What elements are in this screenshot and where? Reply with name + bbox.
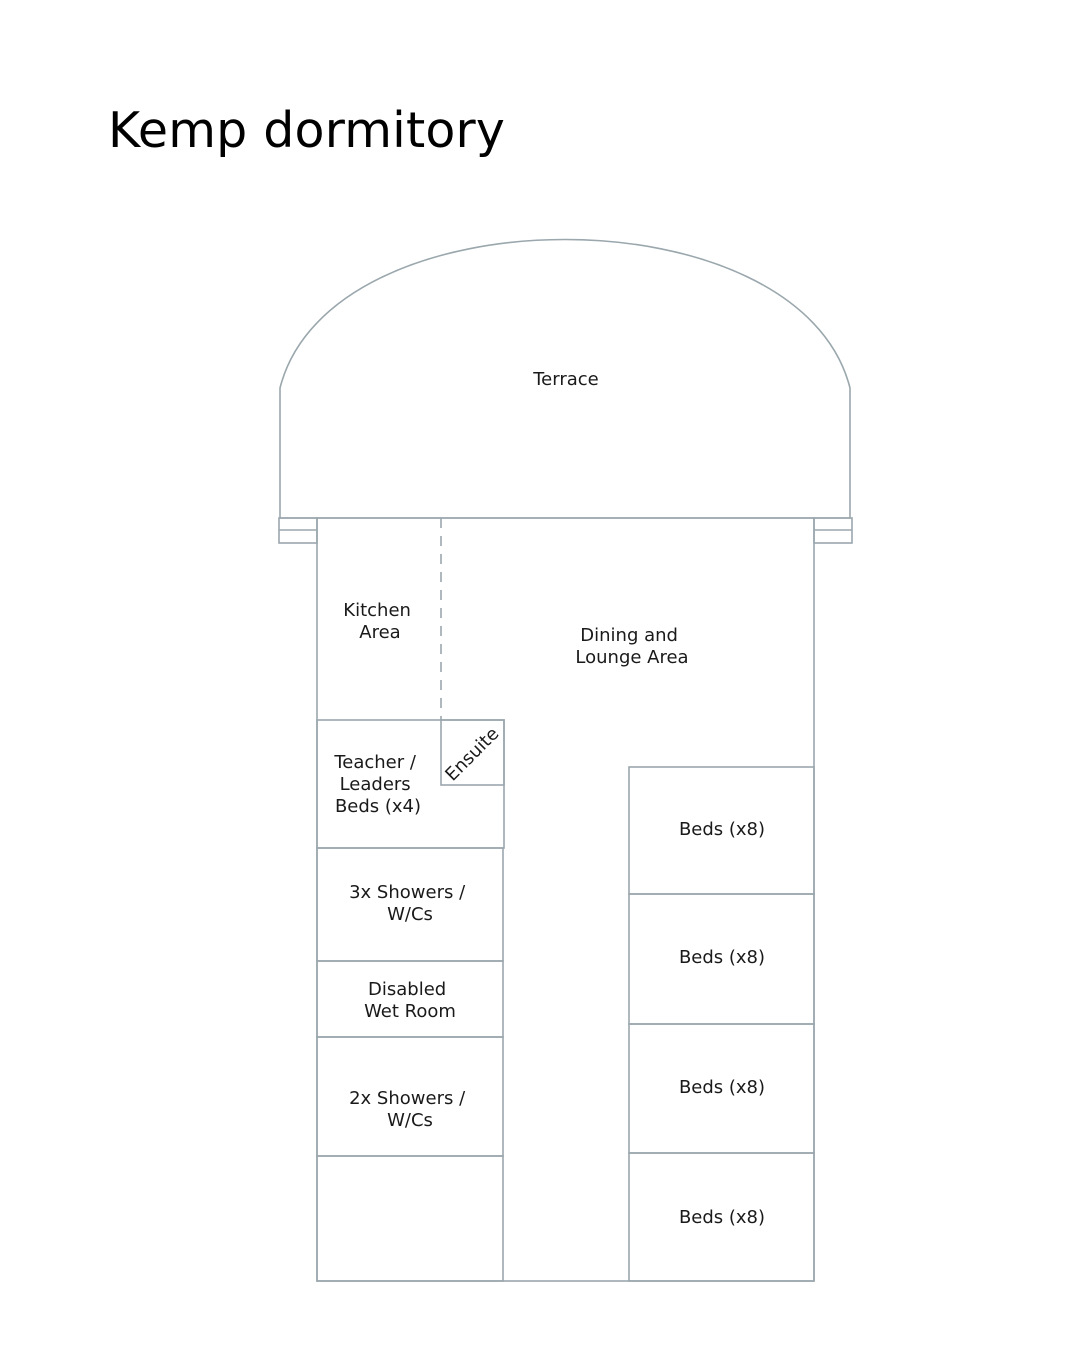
ensuite-label: Ensuite	[441, 723, 503, 785]
beds-label-3: Beds (x8)	[679, 1077, 765, 1098]
beds-label-4: Beds (x8)	[679, 1207, 765, 1228]
beds-label-1: Beds (x8)	[679, 819, 765, 840]
terrace-outline	[279, 238, 851, 519]
showers-2-label: 2x Showers / W/Cs	[349, 1088, 471, 1131]
kitchen-label: Kitchen Area	[343, 600, 416, 643]
showers-3-label: 3x Showers / W/Cs	[349, 882, 471, 925]
beds-label-2: Beds (x8)	[679, 947, 765, 968]
store-room	[316, 1155, 504, 1282]
page-title: Kemp dormitory	[108, 102, 506, 159]
disabled-label: Disabled Wet Room	[364, 979, 456, 1022]
bed-room-4	[628, 1152, 815, 1282]
terrace-label: Terrace	[532, 369, 599, 390]
ensuite-room	[440, 719, 505, 786]
teacher-label: Teacher / Leaders Beds (x4)	[333, 752, 421, 817]
dining-label: Dining and Lounge Area	[575, 625, 688, 668]
